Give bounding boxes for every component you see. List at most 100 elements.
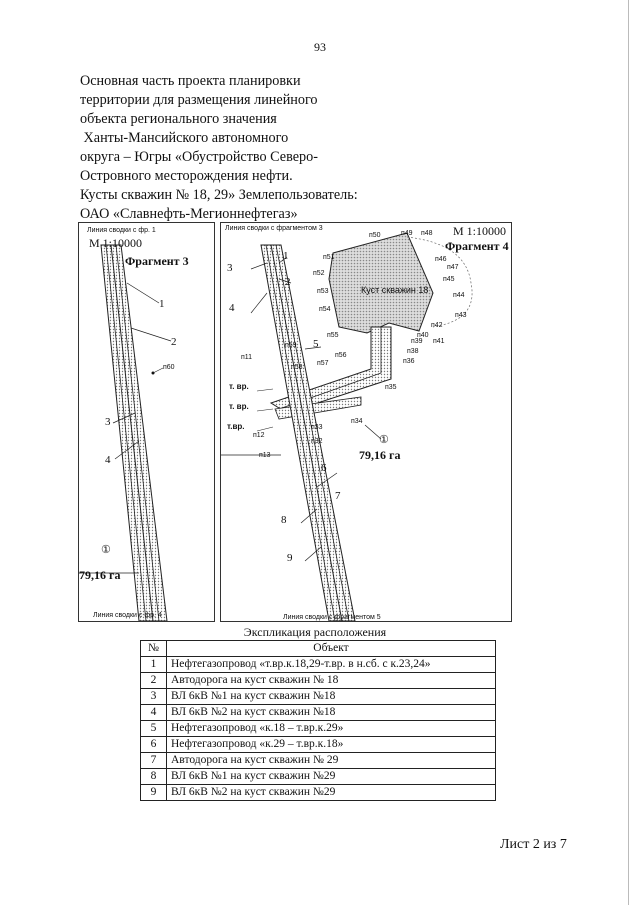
object-number-4: 4	[229, 302, 235, 314]
table-row: 4 ВЛ 6кВ №2 на куст скважин №18	[140, 704, 496, 721]
leader-line	[364, 424, 382, 440]
point-label: п51	[323, 254, 335, 261]
point-label: п52	[313, 270, 325, 277]
object-number-2: 2	[285, 276, 291, 288]
fragment-4-drawing: Линия сводки с фрагментом 3 М 1:10000 Фр…	[221, 224, 509, 622]
table-row: 2 Автодорога на куст скважин № 18	[140, 672, 496, 689]
title-line: территории для размещения линейного	[80, 92, 318, 108]
corridor-line	[265, 244, 336, 622]
object-number-7: 7	[335, 490, 341, 502]
leader-line	[316, 472, 338, 488]
row-number: 1	[140, 656, 167, 673]
title-line: Кусты скважин № 18, 29» Землепользовател…	[80, 187, 358, 203]
leader-line	[256, 388, 274, 392]
fragment-3-map: Линия сводки с фр. 1 М 1:10000 Фрагмент …	[78, 222, 215, 622]
point-label: п56	[335, 352, 347, 359]
junction-label: т. вр.	[229, 382, 249, 391]
object-number-6: 6	[321, 462, 327, 474]
table-row: 7 Автодорога на куст скважин № 29	[140, 752, 496, 769]
table-row: 9 ВЛ 6кВ №2 на куст скважин №29	[140, 784, 496, 801]
point-label: п41	[433, 338, 445, 345]
fragment-name: Фрагмент 4	[445, 239, 509, 253]
corridor-line	[115, 244, 160, 622]
row-number: 4	[140, 704, 167, 721]
title-line: Островного месторождения нефти.	[80, 168, 293, 184]
leader-line	[256, 408, 274, 412]
row-number: 6	[140, 736, 167, 753]
corridor-line	[270, 244, 343, 622]
object-number-1: 1	[159, 298, 165, 310]
bottom-match-line-label: Линия сводки с фрагментом 5	[283, 614, 381, 621]
row-number: 3	[140, 688, 167, 705]
well-pad-label: Куст скважин 18	[361, 285, 428, 295]
table-row: 1 Нефтегазопровод «т.вр.к.18,29-т.вр. в …	[140, 656, 496, 673]
row-object: Нефтегазопровод «к.29 – т.вр.к.18»	[166, 736, 496, 753]
junction-label: т. вр.	[229, 402, 249, 411]
table-row: 8 ВЛ 6кВ №1 на куст скважин №29	[140, 768, 496, 785]
point-label: п35	[385, 384, 397, 391]
point-label: п12	[253, 432, 265, 439]
point-label: п54	[319, 306, 331, 313]
title-line: Ханты-Мансийского автономного	[80, 130, 289, 146]
point-label: п48	[421, 230, 433, 237]
row-object: Нефтегазопровод «т.вр.к.18,29-т.вр. в н.…	[166, 656, 496, 673]
row-object: ВЛ 6кВ №2 на куст скважин №29	[166, 784, 496, 801]
leader-line	[250, 292, 268, 314]
leader-line	[304, 346, 322, 350]
junction-label: т.вр.	[227, 422, 244, 431]
row-number: 8	[140, 768, 167, 785]
point-label: п60	[163, 364, 175, 371]
point-label: п43	[455, 312, 467, 319]
row-object: ВЛ 6кВ №1 на куст скважин №18	[166, 688, 496, 705]
sheet-number: Лист 2 из 7	[500, 837, 567, 852]
object-number-2: 2	[171, 336, 177, 348]
table-row: 5 Нефтегазопровод «к.18 – т.вр.к.29»	[140, 720, 496, 737]
explication-title: Экспликация расположения	[243, 625, 387, 639]
map-scale: М 1:10000	[453, 224, 506, 238]
leader-line	[256, 426, 274, 432]
point-label: п50	[369, 232, 381, 239]
explication-table: № Объект 1 Нефтегазопровод «т.вр.к.18,29…	[140, 640, 496, 801]
object-number-3: 3	[105, 416, 111, 428]
map-scale: М 1:10000	[89, 236, 142, 250]
point-label: п53	[317, 288, 329, 295]
leader-line	[304, 546, 322, 562]
object-number-4: 4	[105, 454, 111, 466]
boundary-dashed	[406, 236, 473, 328]
title-block: Основная часть проекта планировки террит…	[80, 72, 358, 224]
point-label: п34	[351, 418, 363, 425]
leader-line	[152, 367, 164, 374]
point-label: п38	[407, 348, 419, 355]
row-object: Нефтегазопровод «к.18 – т.вр.к.29»	[166, 720, 496, 737]
leader-line	[250, 262, 268, 270]
point-label: п46	[435, 256, 447, 263]
point-label: п47	[447, 264, 459, 271]
point-label: п59	[285, 342, 297, 349]
corridor-line	[275, 244, 350, 622]
row-number: 5	[140, 720, 167, 737]
well-pad-area	[328, 232, 434, 334]
area-value: 79,16 га	[359, 448, 400, 462]
leader-line	[278, 278, 292, 284]
point-label: п49	[401, 230, 413, 237]
leader-line	[130, 327, 172, 342]
row-object: Автодорога на куст скважин № 29	[166, 752, 496, 769]
point-label: п42	[431, 322, 443, 329]
row-object: ВЛ 6кВ №2 на куст скважин №18	[166, 704, 496, 721]
object-number-8: 8	[281, 514, 287, 526]
object-number-1: 1	[283, 250, 289, 262]
header-object: Объект	[166, 640, 496, 657]
point-label: п40	[417, 332, 429, 339]
point-label: п11	[241, 354, 252, 361]
leader-line	[126, 282, 160, 304]
point-label: п57	[317, 360, 329, 367]
point-label: п55	[327, 332, 339, 339]
object-number-9: 9	[287, 552, 293, 564]
title-line: объекта регионального значения	[80, 111, 277, 127]
row-number: 7	[140, 752, 167, 769]
point-label: п36	[403, 358, 415, 365]
row-number: 2	[140, 672, 167, 689]
fragment-3-drawing: Линия сводки с фр. 1 М 1:10000 Фрагмент …	[79, 227, 189, 622]
fragment-4-map: Линия сводки с фрагментом 3 М 1:10000 Фр…	[220, 222, 512, 622]
corridor-line	[110, 244, 154, 622]
